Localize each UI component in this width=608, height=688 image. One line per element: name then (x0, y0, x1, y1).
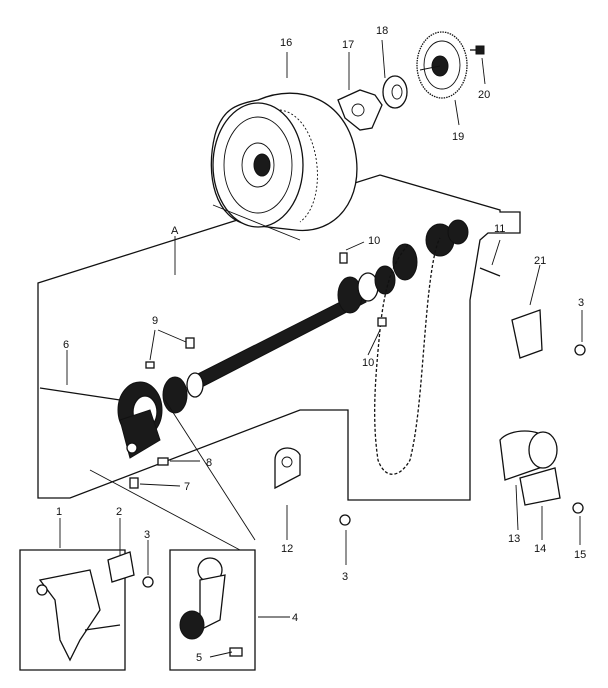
label-19: 19 (452, 131, 464, 143)
part-14-bracket (519, 467, 561, 506)
label-a: A (171, 225, 179, 237)
part-17-plate (337, 89, 383, 131)
label-2: 2 (116, 506, 122, 518)
label-13: 13 (508, 533, 520, 545)
label-11: 11 (494, 223, 505, 235)
part-7-screw (129, 477, 139, 489)
part-3-screw-left (142, 576, 154, 588)
label-4: 4 (292, 612, 298, 624)
group-a-outline (37, 174, 521, 501)
label-3-center: 3 (342, 571, 348, 583)
part-8-screw (157, 457, 169, 466)
label-17: 17 (342, 39, 354, 51)
shaft-pulley-right (392, 219, 469, 281)
label-10-bottom: 10 (362, 357, 374, 369)
label-8: 8 (206, 457, 212, 469)
part-21-bracket (511, 309, 543, 359)
part-12-bracket (274, 447, 301, 490)
part-9-set-screws (145, 337, 195, 369)
shaft-pulley-middle (337, 265, 396, 314)
group-4-box (169, 549, 256, 671)
label-20: 20 (478, 89, 490, 101)
part-16-pulley (210, 92, 358, 241)
label-3-left: 3 (144, 529, 150, 541)
crank-block (119, 409, 161, 459)
part-19-gear (416, 31, 468, 99)
label-6: 6 (63, 339, 69, 351)
part-18-washer (382, 75, 408, 109)
part-3-screw-right (574, 344, 586, 356)
label-3-right: 3 (578, 297, 584, 309)
timing-belt (374, 237, 441, 475)
label-16: 16 (280, 37, 292, 49)
leader-lines (59, 39, 583, 658)
part-10-set-screws (339, 252, 387, 327)
label-7: 7 (184, 481, 190, 493)
part-11-pin (479, 267, 501, 277)
part-labels: 16 17 18 19 20 A 10 11 21 9 3 6 10 8 7 1… (56, 25, 586, 664)
part-3-screw-center (339, 514, 351, 526)
label-18: 18 (376, 25, 388, 37)
label-10-top: 10 (368, 235, 380, 247)
label-14: 14 (534, 543, 546, 555)
part-13-clip (499, 430, 558, 481)
label-9: 9 (152, 315, 158, 327)
label-21: 21 (534, 255, 546, 267)
part-15-screw (572, 502, 584, 514)
label-12: 12 (281, 543, 293, 555)
label-15: 15 (574, 549, 586, 561)
part-2-plate (107, 551, 135, 583)
label-5: 5 (196, 652, 202, 664)
label-1: 1 (56, 506, 62, 518)
group-1-box (19, 549, 126, 671)
part-20-screw (470, 45, 485, 55)
